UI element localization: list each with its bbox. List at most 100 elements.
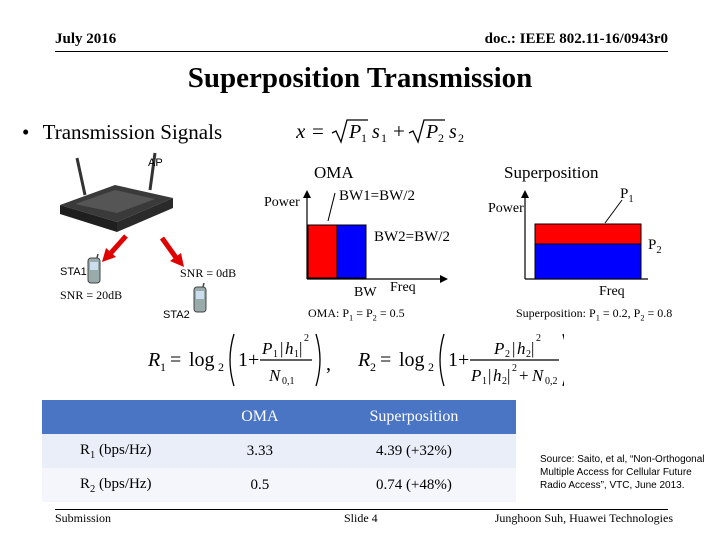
header-rule: [55, 51, 668, 52]
svg-text:1: 1: [381, 131, 387, 145]
svg-text:log: log: [189, 349, 215, 371]
svg-text:P: P: [470, 366, 481, 385]
svg-text:+: +: [519, 366, 529, 385]
svg-text:|: |: [512, 339, 515, 358]
bullet-dot: •: [22, 120, 30, 144]
oma-caption: OMA: P1 = P2 = 0.5: [308, 306, 405, 323]
svg-text:N: N: [531, 366, 545, 385]
svg-text:2: 2: [370, 360, 376, 374]
superposition-freq-label: Freq: [599, 284, 625, 299]
sta1-label: STA1: [60, 266, 87, 278]
bullet-text: Transmission Signals: [42, 120, 223, 144]
svg-text:s: s: [449, 121, 457, 143]
oma-plot: [300, 190, 450, 290]
svg-text:1+: 1+: [448, 349, 469, 371]
footer-author: Junghoon Suh, Huawei Technologies: [494, 511, 673, 525]
r2-formula: R 2 = log 2 1+ P 2 | h 2 | 2 P 1 | h 2 |…: [357, 333, 568, 387]
svg-text:P: P: [425, 121, 438, 143]
oma-bar-bw1: [307, 224, 338, 279]
svg-text:+: +: [393, 119, 405, 143]
svg-text:|: |: [531, 339, 534, 358]
svg-text:0,2: 0,2: [545, 376, 558, 387]
footer-rule: [55, 509, 668, 510]
slide-title: Superposition Transmission: [187, 62, 533, 94]
svg-text:1: 1: [482, 376, 487, 387]
svg-text:2: 2: [428, 360, 434, 374]
svg-text:|: |: [488, 366, 491, 385]
svg-text:x: x: [296, 119, 306, 143]
cell-oma-r1: 3.33: [208, 434, 312, 468]
table-row: R1 (bps/Hz) 3.33 4.39 (+32%): [42, 434, 516, 468]
oma-freq-label: Freq: [390, 280, 416, 295]
svg-text:|: |: [280, 339, 283, 358]
sta2-snr: SNR = 0dB: [180, 266, 237, 280]
svg-text:|: |: [299, 339, 302, 358]
svg-text:P: P: [348, 121, 361, 143]
signal-equation-graphic: x = P 1 s 1 + P 2 s 2: [295, 119, 464, 145]
header-oma: OMA: [208, 400, 312, 434]
row-label-r1: R1 (bps/Hz): [42, 434, 208, 468]
red-arrow-sta1-icon: [100, 232, 130, 264]
oma-bw-label: BW: [354, 285, 377, 300]
svg-text:h: h: [517, 339, 526, 358]
table-row: R2 (bps/Hz) 0.5 0.74 (+48%): [42, 468, 516, 502]
svg-text:=: =: [170, 349, 181, 371]
oma-bw1-pointer-icon: [325, 191, 337, 223]
svg-text:2: 2: [502, 376, 507, 387]
results-table: OMA Superposition R1 (bps/Hz) 3.33 4.39 …: [42, 400, 516, 502]
oma-bw1-label: BW1=BW/2: [339, 188, 415, 204]
rate-formulas: R 1 = log 2 1+ P 1 | h 1 | 2 N 0,1 , R 2…: [144, 326, 568, 394]
superposition-plot: [520, 190, 650, 290]
svg-text:=: =: [380, 349, 391, 371]
access-point-image: [55, 150, 180, 240]
svg-text:h: h: [493, 366, 502, 385]
svg-text:2: 2: [536, 333, 541, 344]
r1-formula: R 1 = log 2 1+ P 1 | h 1 | 2 N 0,1 ,: [147, 333, 331, 387]
svg-text:,: ,: [326, 353, 331, 375]
source-note: Source: Saito, et al, “Non-Orthogonal Mu…: [540, 454, 705, 491]
svg-text:1+: 1+: [238, 349, 259, 371]
results-table-header: OMA Superposition: [42, 400, 516, 434]
superposition-bar-p1: [534, 223, 642, 245]
bullet-transmission-signals: • Transmission Signals: [22, 120, 222, 145]
svg-text:1: 1: [294, 349, 299, 360]
svg-text:2: 2: [512, 363, 517, 374]
footer-slide-number: Slide 4: [344, 511, 378, 525]
ap-label: AP: [148, 157, 163, 169]
svg-text:2: 2: [218, 360, 224, 374]
sta2-label: STA2: [163, 309, 190, 321]
svg-text:0,1: 0,1: [282, 376, 295, 387]
svg-text:2: 2: [526, 349, 531, 360]
red-arrow-sta2-icon: [158, 234, 188, 270]
svg-text:2: 2: [438, 131, 444, 145]
svg-text:2: 2: [505, 349, 510, 360]
superposition-power-label: Power: [488, 201, 524, 216]
superposition-bar-p2: [534, 243, 642, 280]
sta1-snr: SNR = 20dB: [60, 288, 123, 302]
header-empty: [42, 400, 208, 434]
svg-text:2: 2: [458, 131, 464, 145]
oma-bar-bw2: [336, 224, 367, 279]
oma-power-label: Power: [264, 195, 300, 210]
svg-text:1: 1: [361, 131, 367, 145]
header-superposition: Superposition: [311, 400, 516, 434]
svg-text:=: =: [312, 119, 324, 143]
svg-text:h: h: [285, 339, 294, 358]
oma-bw2-label: BW2=BW/2: [374, 229, 450, 245]
svg-text:N: N: [268, 366, 282, 385]
superposition-title: Superposition: [504, 163, 599, 182]
svg-text:P: P: [261, 339, 272, 358]
cell-oma-r2: 0.5: [208, 468, 312, 502]
oma-title: OMA: [314, 163, 354, 182]
row-label-r2: R2 (bps/Hz): [42, 468, 208, 502]
superposition-p2-label: P2: [648, 237, 662, 256]
header-doc-id: doc.: IEEE 802.11-16/0943r0: [484, 31, 668, 47]
cell-sup-r2: 0.74 (+48%): [311, 468, 516, 502]
header-date: July 2016: [55, 31, 117, 47]
svg-text:1: 1: [160, 360, 166, 374]
svg-text:s: s: [372, 121, 380, 143]
svg-text:2: 2: [304, 333, 309, 344]
sta2-phone-icon: [193, 282, 207, 313]
svg-text:|: |: [507, 366, 510, 385]
sta1-phone-icon: [87, 253, 101, 284]
